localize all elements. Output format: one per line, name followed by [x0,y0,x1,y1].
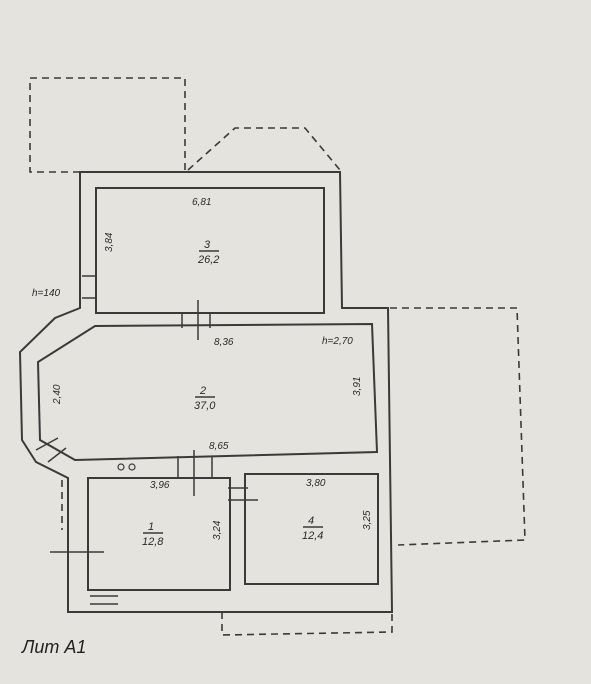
room-2-area: 37,0 [194,400,216,412]
room-1-height-dim: 3,24 [212,520,223,540]
room-3-area: 26,2 [197,254,219,266]
room-2-height-dim-right: 3,91 [352,377,363,396]
room-2-height-dim-left: 2,40 [52,384,63,405]
room-1-area: 12,8 [142,536,164,548]
room-4-outline [244,473,379,585]
fixture-circle-b [128,463,136,471]
room-3-number: 3 [204,239,211,251]
room-2-outline [36,322,379,462]
room-2-bottom-dim: 8,65 [209,441,229,452]
room-3-width-dim: 6,81 [192,197,211,208]
exterior-height-label: h=140 [32,288,61,299]
ceiling-height-label: h=2,70 [322,336,353,347]
room-1-outline [87,477,231,591]
room-1-number: 1 [148,521,154,533]
dashed-annex-porch [187,127,341,171]
room-2-number: 2 [199,385,206,397]
room-4-number: 4 [308,515,314,527]
dashed-annex-top-left [29,77,186,173]
fixture-circle-a [117,463,125,471]
room-4-width-dim: 3,80 [306,478,326,489]
dashed-annex-bottom [221,612,393,636]
room-3-height-dim: 3,84 [104,232,115,252]
exterior-wall [18,171,394,613]
plan-label: Лит А1 [21,637,86,657]
room-1-width-dim: 3,96 [150,480,170,491]
window-tick-diag-b [47,447,67,463]
window-tick-diag-a [35,437,59,451]
dashed-annex-right [390,307,526,546]
room-4-height-dim: 3,25 [362,510,373,530]
room-2-width-dim: 8,36 [214,337,234,348]
room-4-area: 12,4 [302,530,323,542]
